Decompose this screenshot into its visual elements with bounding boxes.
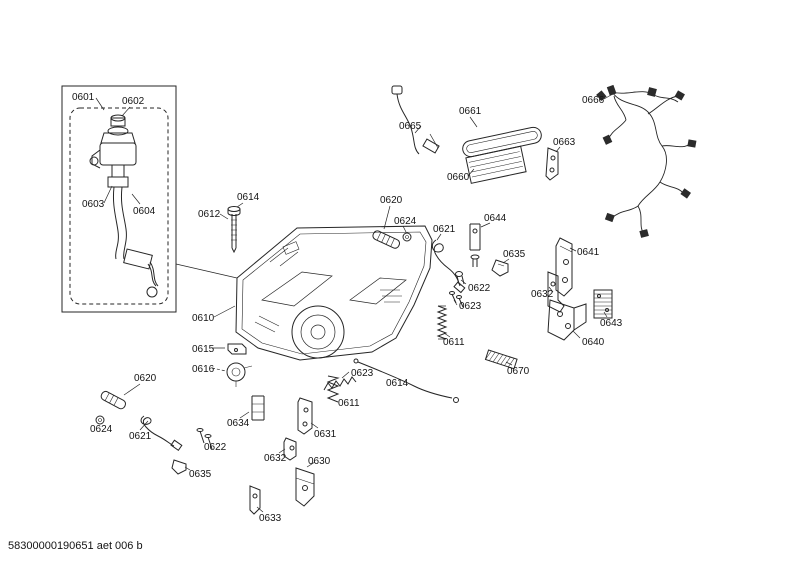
part-label-0623-top: 0623: [459, 301, 482, 312]
part-label-0624-top: 0624: [394, 216, 417, 227]
wire-0621-bottom-drawing: [140, 415, 183, 452]
part-label-0631: 0631: [314, 429, 337, 440]
bracket-0632-right-drawing: [547, 271, 565, 313]
part-label-0622-top: 0622: [468, 283, 491, 294]
part-label-0601: 0601: [72, 92, 95, 103]
part-label-0633: 0633: [259, 513, 282, 524]
part-label-0666: 0666: [582, 95, 605, 106]
strip-0661-drawing: [462, 126, 542, 158]
part-0616-drawing: [226, 362, 253, 387]
screws-0622-bottom-drawing: [196, 428, 213, 450]
part-label-0635-top: 0635: [503, 249, 526, 260]
bracket-0641-drawing: [555, 237, 573, 297]
part-label-0622-bottom: 0622: [204, 442, 227, 453]
document-code: 58300000190651 aet 006 b: [8, 540, 143, 552]
part-label-0623-mid: 0623: [351, 368, 374, 379]
spring-0611-bottom-drawing: [326, 375, 340, 403]
leader-lines: [95, 94, 612, 513]
part-label-0615: 0615: [192, 344, 215, 355]
clip-0635-bottom-drawing: [171, 459, 187, 475]
harness-0666-drawing: [607, 91, 691, 235]
panel-0643-drawing: [593, 289, 613, 319]
part-label-0610: 0610: [192, 313, 215, 324]
part-label-0620-bottom: 0620: [134, 373, 157, 384]
part-label-0620-top: 0620: [380, 195, 403, 206]
wire-0621-top-drawing: [431, 239, 466, 294]
part-label-0614-top: 0614: [237, 192, 260, 203]
part-label-0663: 0663: [553, 137, 576, 148]
bracket-0640-drawing: [547, 299, 587, 341]
cable-0665-drawing: [391, 85, 440, 155]
panel-0660-drawing: [465, 145, 527, 184]
grommet-0624-top-drawing: [402, 232, 412, 242]
bracket-0633-drawing: [249, 485, 261, 515]
clip-0635-top-drawing: [491, 259, 509, 277]
part-label-0643: 0643: [600, 318, 623, 329]
part-label-0614-mid: 0614: [386, 378, 409, 389]
screws-0623-top-drawing: [449, 291, 464, 308]
bracket-0644-drawing: [469, 223, 481, 267]
screw-0612-drawing: [227, 206, 241, 254]
part-label-0661: 0661: [459, 106, 482, 117]
harness-0666-connectors: [596, 84, 697, 238]
part-label-0635-bottom: 0635: [189, 469, 212, 480]
part-label-0616: 0616: [192, 364, 215, 375]
part-label-0632-right: 0632: [531, 289, 554, 300]
wire-0614-mid-drawing: [353, 358, 459, 403]
part-label-0641: 0641: [577, 247, 600, 258]
channel-0634-drawing: [251, 395, 265, 421]
part-0615-drawing: [227, 343, 247, 355]
part-label-0611-right: 0611: [443, 337, 465, 348]
part-0622-top-drawing: [455, 271, 465, 285]
tube-0620-top-drawing: [372, 230, 400, 249]
inlet-valve-assembly-drawing: [61, 85, 238, 313]
part-label-0602: 0602: [122, 96, 145, 107]
part-label-0621-bottom: 0621: [129, 431, 152, 442]
grommet-0624-bottom-drawing: [95, 415, 105, 425]
part-label-0604: 0604: [133, 206, 156, 217]
part-label-0665: 0665: [399, 121, 422, 132]
bracket-0663-drawing: [545, 147, 559, 181]
part-label-0612: 0612: [198, 209, 221, 220]
part-label-0670: 0670: [507, 366, 530, 377]
part-label-0630: 0630: [308, 456, 331, 467]
part-label-0660: 0660: [447, 172, 470, 183]
bracket-0631-drawing: [297, 397, 313, 435]
spring-0623-mid-drawing: [323, 376, 357, 391]
part-label-0640: 0640: [582, 337, 605, 348]
part-label-0603: 0603: [82, 199, 105, 210]
tube-0620-bottom-drawing: [100, 390, 127, 410]
part-label-0624-bottom: 0624: [90, 424, 113, 435]
part-label-0634: 0634: [227, 418, 250, 429]
strip-0670-drawing: [484, 349, 518, 370]
bracket-0630-drawing: [295, 467, 315, 507]
base-assembly-drawing: [235, 225, 433, 361]
part-label-0611-bottom: 0611: [338, 398, 360, 409]
bracket-0632-bottom-drawing: [283, 437, 297, 461]
spring-0611-right-drawing: [436, 305, 448, 340]
part-label-0621-top: 0621: [433, 224, 456, 235]
part-label-0632-bottom: 0632: [264, 453, 287, 464]
part-label-0644: 0644: [484, 213, 507, 224]
